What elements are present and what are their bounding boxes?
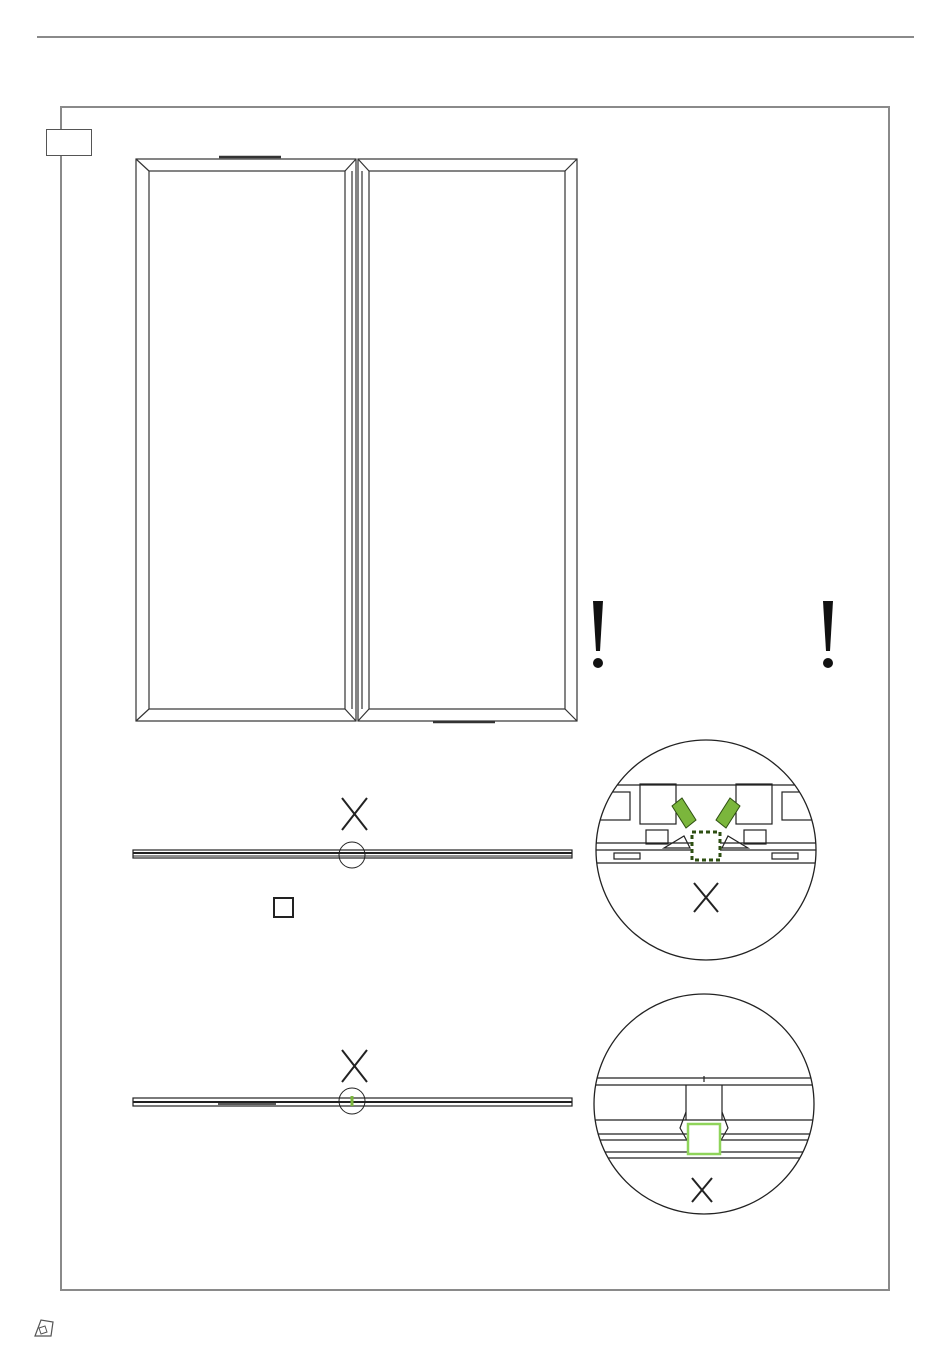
- detail-2-magnified: [592, 992, 816, 1216]
- x-marker: [692, 1178, 712, 1202]
- manual-page-icon: [33, 1318, 55, 1338]
- connector-block: [688, 1124, 720, 1154]
- x-marker: [342, 1050, 367, 1082]
